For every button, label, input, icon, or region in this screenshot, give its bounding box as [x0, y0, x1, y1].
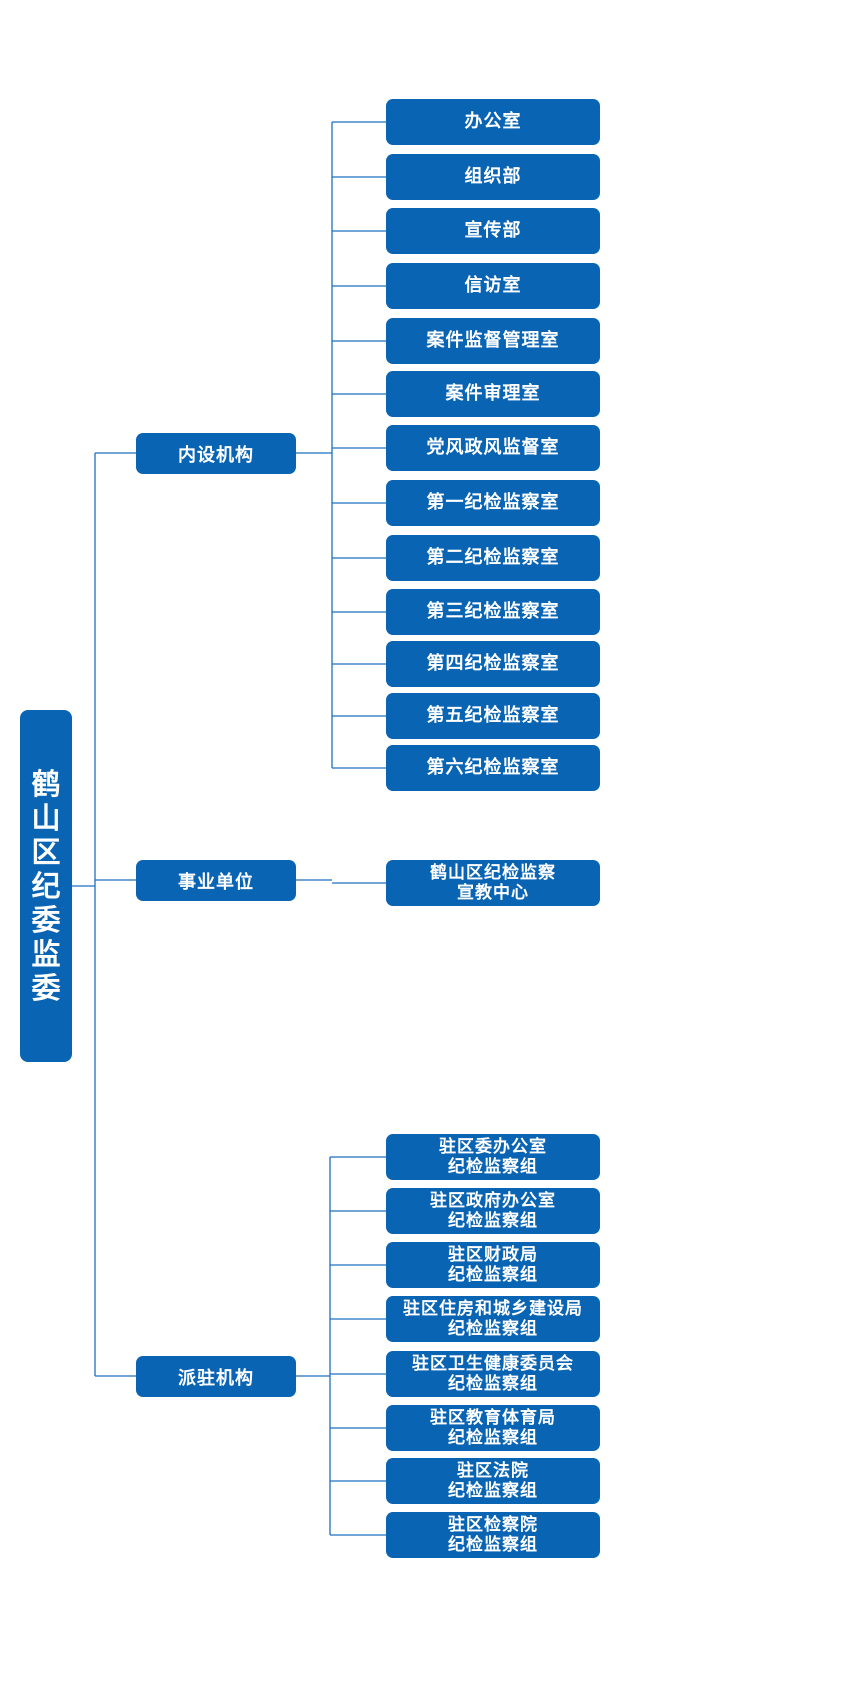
org-unit-label: 纪检监察组	[448, 1374, 538, 1394]
org-unit-label: 党风政风监督室	[426, 437, 560, 458]
org-unit-label: 驻区委办公室	[439, 1137, 547, 1157]
org-unit-label: 纪检监察组	[448, 1319, 538, 1339]
branch-label: 派驻机构	[178, 1367, 254, 1389]
org-unit-label: 纪检监察组	[448, 1428, 538, 1448]
org-unit-node: 党风政风监督室	[386, 425, 600, 471]
org-unit-label: 组织部	[464, 166, 522, 187]
root-label-char: 鹤	[31, 767, 61, 801]
org-unit-label: 驻区教育体育局	[430, 1408, 556, 1428]
org-unit-node: 宣传部	[386, 208, 600, 254]
org-unit-node: 驻区政府办公室纪检监察组	[386, 1188, 600, 1234]
org-unit-label: 宣传部	[464, 220, 522, 241]
org-unit-node: 第四纪检监察室	[386, 641, 600, 687]
org-unit-label: 第一纪检监察室	[426, 492, 560, 513]
org-unit-label: 第六纪检监察室	[426, 757, 560, 778]
org-unit-node: 案件审理室	[386, 371, 600, 417]
org-unit-node: 办公室	[386, 99, 600, 145]
org-unit-label: 第二纪检监察室	[426, 547, 560, 568]
org-unit-label: 案件监督管理室	[426, 330, 560, 351]
root-label-char: 山	[31, 801, 61, 835]
org-unit-label: 纪检监察组	[448, 1157, 538, 1177]
org-unit-node: 组织部	[386, 154, 600, 200]
org-unit-node: 驻区卫生健康委员会纪检监察组	[386, 1351, 600, 1397]
org-unit-label: 宣教中心	[457, 883, 529, 903]
org-unit-label: 案件审理室	[445, 383, 541, 404]
root-node: 鹤山区纪委监委	[20, 710, 72, 1062]
org-unit-node: 第一纪检监察室	[386, 480, 600, 526]
root-label-char: 区	[31, 835, 61, 869]
branch-label: 事业单位	[178, 871, 254, 893]
org-unit-label: 驻区卫生健康委员会	[412, 1354, 574, 1374]
root-label-char: 监	[31, 937, 61, 971]
org-unit-node: 驻区财政局纪检监察组	[386, 1242, 600, 1288]
org-unit-node: 驻区法院纪检监察组	[386, 1458, 600, 1504]
org-unit-label: 驻区政府办公室	[430, 1191, 556, 1211]
org-unit-node: 鹤山区纪检监察宣教中心	[386, 860, 600, 906]
org-unit-node: 第三纪检监察室	[386, 589, 600, 635]
org-unit-label: 驻区检察院	[448, 1515, 538, 1535]
branch-node: 内设机构	[136, 433, 296, 474]
org-unit-node: 第六纪检监察室	[386, 745, 600, 791]
org-unit-label: 纪检监察组	[448, 1211, 538, 1231]
org-unit-label: 第三纪检监察室	[426, 601, 560, 622]
org-unit-node: 驻区检察院纪检监察组	[386, 1512, 600, 1558]
org-unit-label: 纪检监察组	[448, 1265, 538, 1285]
org-unit-node: 第二纪检监察室	[386, 535, 600, 581]
org-unit-label: 驻区财政局	[448, 1245, 538, 1265]
org-unit-label: 驻区法院	[457, 1461, 529, 1481]
org-unit-label: 办公室	[464, 111, 522, 132]
org-unit-label: 驻区住房和城乡建设局	[403, 1299, 583, 1319]
org-unit-label: 第四纪检监察室	[426, 653, 560, 674]
org-unit-label: 纪检监察组	[448, 1535, 538, 1555]
org-unit-node: 驻区住房和城乡建设局纪检监察组	[386, 1296, 600, 1342]
branch-node: 派驻机构	[136, 1356, 296, 1397]
org-unit-node: 信访室	[386, 263, 600, 309]
root-label-char: 委	[31, 903, 61, 937]
root-label-char: 纪	[31, 869, 61, 903]
org-unit-label: 信访室	[464, 275, 522, 296]
org-unit-label: 纪检监察组	[448, 1481, 538, 1501]
org-unit-node: 第五纪检监察室	[386, 693, 600, 739]
branch-label: 内设机构	[178, 444, 254, 466]
branch-node: 事业单位	[136, 860, 296, 901]
org-unit-node: 案件监督管理室	[386, 318, 600, 364]
org-unit-label: 鹤山区纪检监察	[430, 863, 556, 883]
org-unit-label: 第五纪检监察室	[426, 705, 560, 726]
org-unit-node: 驻区教育体育局纪检监察组	[386, 1405, 600, 1451]
org-unit-node: 驻区委办公室纪检监察组	[386, 1134, 600, 1180]
root-label-char: 委	[31, 971, 61, 1005]
